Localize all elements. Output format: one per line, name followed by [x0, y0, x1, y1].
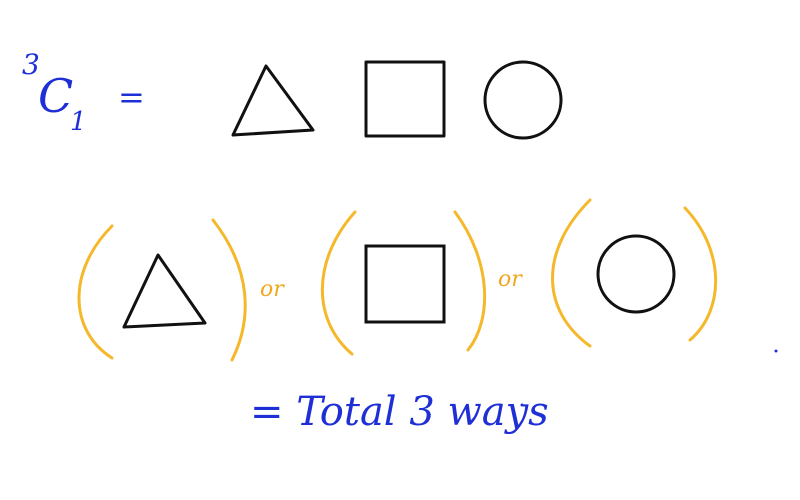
left-bracket [320, 210, 357, 356]
stray-dot [520, 403, 524, 407]
stray-dot [774, 349, 778, 353]
left-bracket [551, 198, 592, 348]
formula-superscript: 3 [22, 48, 40, 81]
option-triangle [77, 218, 247, 362]
square-icon [364, 60, 446, 138]
right-bracket [211, 218, 247, 362]
square-icon [364, 244, 446, 324]
right-bracket [453, 210, 487, 352]
formula-equals: = [118, 78, 145, 116]
formula-letter: C [38, 69, 73, 123]
circle-icon [483, 60, 563, 140]
combination-formula: 3 C 1 = [22, 48, 145, 137]
or-separator: or [260, 277, 285, 302]
circle-icon [596, 234, 676, 314]
triangle-icon [122, 253, 207, 329]
result-total-ways: = Total 3 ways [250, 389, 549, 435]
right-bracket [683, 206, 718, 342]
triangle-icon [231, 64, 315, 137]
option-circle [551, 198, 718, 348]
left-bracket [77, 224, 114, 360]
formula-subscript: 1 [70, 107, 87, 137]
or-separator: or [498, 267, 523, 292]
option-square [320, 210, 487, 356]
top-shape-row [231, 60, 563, 140]
